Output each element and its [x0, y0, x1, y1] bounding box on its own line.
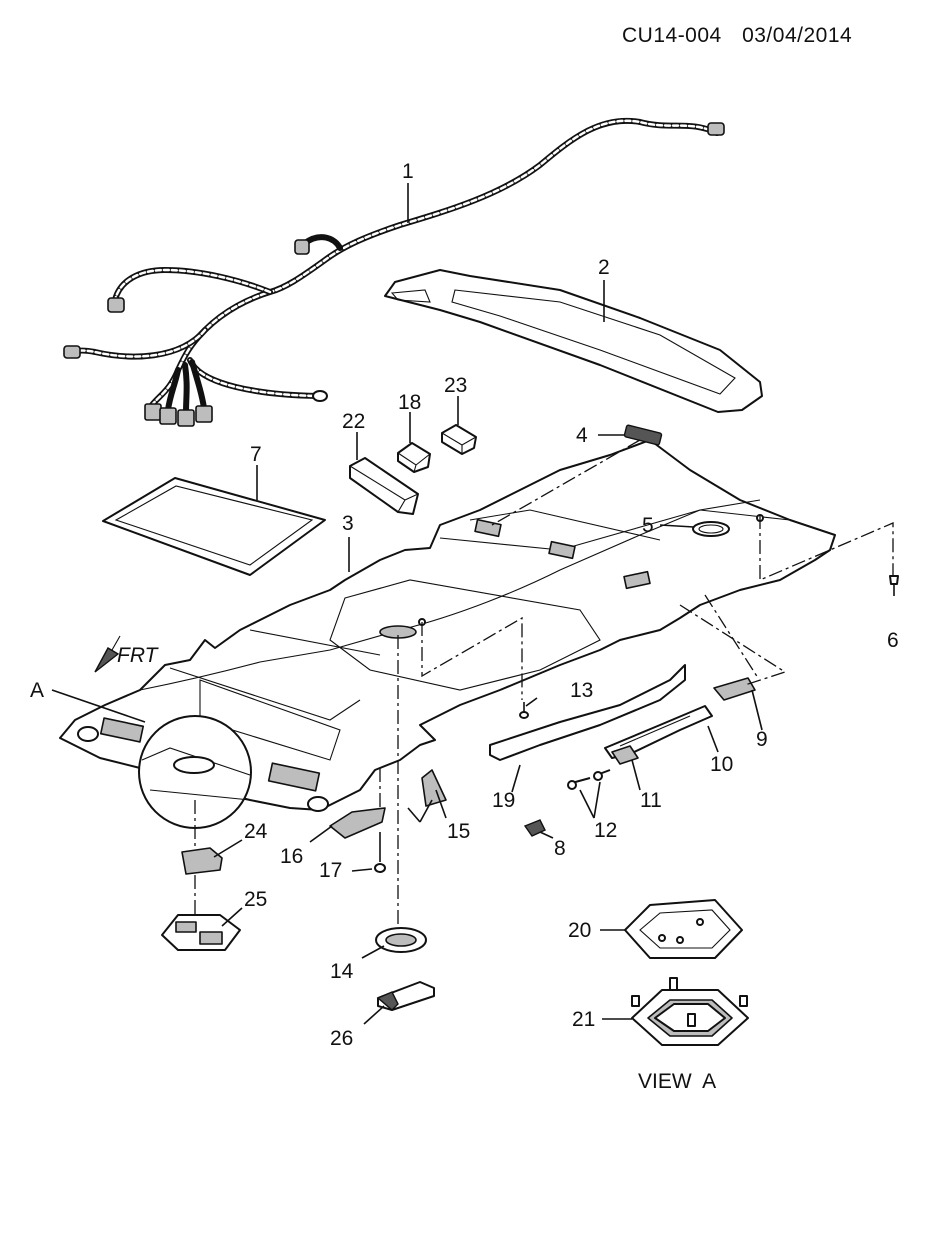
- alignment-lines: [194, 439, 894, 926]
- callout-2: 2: [598, 256, 610, 279]
- detail-a-circle: [138, 715, 252, 829]
- callout-11: 11: [640, 789, 662, 812]
- callout-4: 4: [576, 424, 588, 447]
- callout-23: 23: [444, 374, 467, 397]
- rear-hardware: [623, 424, 899, 596]
- callout-19: 19: [492, 789, 515, 812]
- foam-blocks: [349, 424, 477, 515]
- front-hardware: [161, 702, 529, 1011]
- view-a-parts: [624, 899, 749, 1046]
- drawing-code: CU14-004: [622, 24, 722, 47]
- callout-22: 22: [342, 410, 365, 433]
- leader-lines: [51, 183, 763, 1025]
- callout-3: 3: [342, 512, 354, 535]
- callout-10: 10: [710, 753, 733, 776]
- drawing-header: CU14-004 03/04/2014: [622, 24, 866, 48]
- front-label: FRT: [117, 644, 160, 667]
- callout-13: 13: [570, 679, 593, 702]
- callout-1: 1: [402, 160, 414, 183]
- callout-16: 16: [280, 845, 303, 868]
- side-trim-parts: [489, 664, 756, 837]
- callout-a: A: [30, 679, 44, 702]
- callout-20: 20: [568, 919, 591, 942]
- wiring-harness: [63, 117, 725, 427]
- callout-8: 8: [554, 837, 566, 860]
- front-arrow: FRT: [94, 635, 160, 673]
- callout-25: 25: [244, 888, 267, 911]
- callout-9: 9: [756, 728, 768, 751]
- callout-26: 26: [330, 1027, 353, 1050]
- sunroof-seal: [102, 477, 326, 576]
- callout-7: 7: [250, 443, 262, 466]
- callout-15: 15: [447, 820, 470, 843]
- callout-14: 14: [330, 960, 354, 983]
- callout-24: 24: [244, 820, 268, 843]
- callout-21: 21: [572, 1008, 595, 1031]
- rear-trim-panel: [384, 269, 763, 413]
- callout-5: 5: [642, 514, 654, 537]
- callout-6: 6: [887, 629, 899, 652]
- headliner: [59, 439, 836, 812]
- callout-12: 12: [594, 819, 617, 842]
- callout-18: 18: [398, 391, 421, 414]
- callout-17: 17: [319, 859, 342, 882]
- drawing-date: 03/04/2014: [742, 24, 853, 47]
- callouts: 1 2 3 4 5 6 7 8 9 10 11 12 13 14 15 16 1…: [30, 160, 899, 1093]
- view-a-label: VIEW A: [638, 1070, 716, 1093]
